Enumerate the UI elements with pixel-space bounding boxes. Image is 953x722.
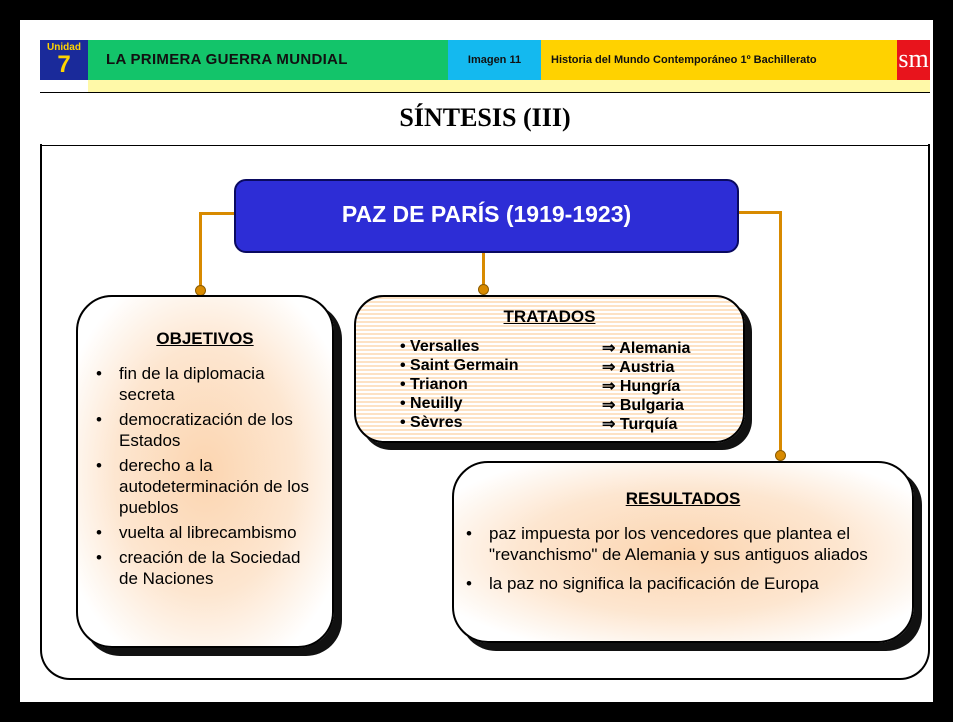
list-item: creación de la Sociedad de Naciones	[96, 547, 321, 589]
unit-label: Unidad	[47, 42, 81, 53]
header-title: LA PRIMERA GUERRA MUNDIAL	[106, 51, 348, 68]
tratados-box: TRATADOS • Versalles ⇒ Alemania • Saint …	[354, 295, 745, 443]
list-item: paz impuesta por los vencedores que plan…	[466, 523, 896, 565]
treaty-country: ⇒ Turquía	[602, 416, 678, 433]
publisher-logo-text: sm	[898, 44, 929, 73]
treaty-name: Saint Germain	[410, 357, 519, 374]
header-title-block: LA PRIMERA GUERRA MUNDIAL	[88, 40, 448, 80]
treaty-name: Versalles	[410, 338, 480, 355]
treaty-name: Sèvres	[410, 414, 463, 431]
image-label: Imagen 11	[467, 54, 522, 66]
connector-center-dot	[478, 284, 489, 295]
main-node: PAZ DE PARÍS (1919-1923)	[234, 179, 739, 253]
connector-left-v	[199, 212, 202, 290]
treaty-row: • Trianon	[400, 376, 468, 393]
image-number-block: Imagen 11	[448, 40, 541, 80]
country-name: Alemania	[619, 340, 691, 357]
objetivos-box: OBJETIVOS fin de la diplomacia secreta d…	[76, 295, 334, 648]
connector-left-h	[200, 212, 235, 215]
resultados-box: RESULTADOS paz impuesta por los vencedor…	[452, 461, 914, 643]
treaty-country: ⇒ Hungría	[602, 378, 681, 395]
connector-right-h	[739, 211, 781, 214]
treaty-row: • Neuilly	[400, 395, 463, 412]
treaty-country: ⇒ Austria	[602, 359, 675, 376]
slide: Unidad 7 LA PRIMERA GUERRA MUNDIAL Image…	[20, 20, 933, 702]
treaty-row: • Sèvres	[400, 414, 463, 431]
title-band: SÍNTESIS (III)	[40, 92, 930, 146]
list-item: democratización de los Estados	[96, 409, 321, 451]
course-label: Historia del Mundo Contemporáneo 1º Bach…	[551, 54, 817, 66]
slide-title: SÍNTESIS (III)	[399, 103, 571, 132]
resultados-title: RESULTADOS	[625, 489, 741, 508]
objetivos-list: fin de la diplomacia secreta democratiza…	[96, 363, 321, 593]
treaty-country: ⇒ Alemania	[602, 340, 691, 357]
course-block: Historia del Mundo Contemporáneo 1º Bach…	[541, 40, 897, 80]
tratados-title: TRATADOS	[503, 307, 596, 326]
connector-right-v	[779, 211, 782, 455]
country-name: Hungría	[619, 378, 681, 395]
treaty-row: • Versalles	[400, 338, 480, 355]
objetivos-title: OBJETIVOS	[156, 329, 254, 348]
header-bar: Unidad 7 LA PRIMERA GUERRA MUNDIAL Image…	[40, 40, 930, 80]
connector-center-v	[482, 253, 485, 287]
publisher-logo: sm	[897, 40, 930, 80]
resultados-list: paz impuesta por los vencedores que plan…	[466, 523, 896, 598]
list-item: vuelta al librecambismo	[96, 522, 321, 543]
content-frame	[40, 144, 930, 680]
treaty-name: Neuilly	[410, 395, 463, 412]
country-name: Turquía	[619, 416, 678, 433]
unit-badge: Unidad 7	[40, 40, 88, 80]
treaty-country: ⇒ Bulgaria	[602, 397, 684, 414]
country-name: Bulgaria	[619, 397, 684, 414]
list-item: la paz no significa la pacificación de E…	[466, 573, 896, 594]
treaty-row: • Saint Germain	[400, 357, 519, 374]
country-name: Austria	[619, 359, 675, 376]
unit-number: 7	[57, 51, 71, 78]
list-item: derecho a la autodeterminación de los pu…	[96, 455, 321, 518]
treaty-name: Trianon	[410, 376, 468, 393]
header-underline	[88, 80, 930, 92]
list-item: fin de la diplomacia secreta	[96, 363, 321, 405]
main-node-label: PAZ DE PARÍS (1919-1923)	[341, 201, 632, 227]
connector-right-dot	[775, 450, 786, 461]
